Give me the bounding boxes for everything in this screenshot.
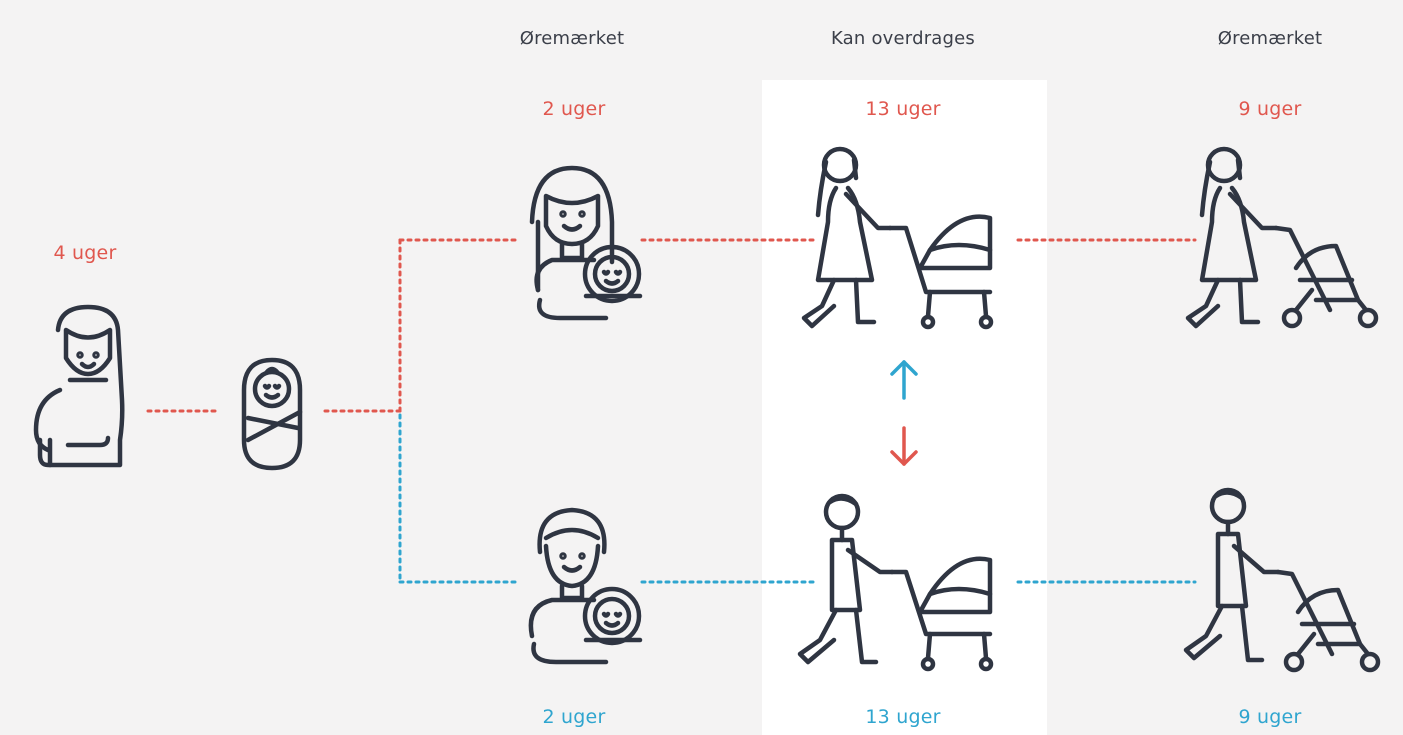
father-holding-baby-icon <box>528 507 643 665</box>
mother-with-pram-icon <box>801 146 994 330</box>
pregnancy-weeks-label: 4 uger <box>53 242 117 264</box>
transferable-column-highlight <box>762 80 1047 735</box>
arrow-down-icon <box>890 426 918 466</box>
arrow-up-icon <box>890 360 918 400</box>
mother-path-connectors <box>146 238 1197 413</box>
mother-with-stroller-icon <box>1185 146 1379 329</box>
mother-holding-baby-icon <box>529 165 643 321</box>
father-weeks-label-3: 9 uger <box>1238 706 1302 728</box>
header-earmarked-left: Øremærket <box>519 28 625 49</box>
father-path-connectors <box>398 413 1197 584</box>
father-weeks-label-1: 2 uger <box>542 706 606 728</box>
father-with-pram-icon <box>797 493 994 672</box>
mother-weeks-label-3: 9 uger <box>1238 98 1302 120</box>
header-earmarked-right: Øremærket <box>1217 28 1323 49</box>
pregnant-woman-icon <box>33 304 125 468</box>
mother-weeks-label-2: 13 uger <box>865 98 941 120</box>
swaddled-baby-icon <box>241 357 303 471</box>
father-weeks-label-2: 13 uger <box>865 706 941 728</box>
header-transferable: Kan overdrages <box>830 28 976 49</box>
father-with-stroller-icon <box>1183 487 1381 673</box>
mother-weeks-label-1: 2 uger <box>542 98 606 120</box>
